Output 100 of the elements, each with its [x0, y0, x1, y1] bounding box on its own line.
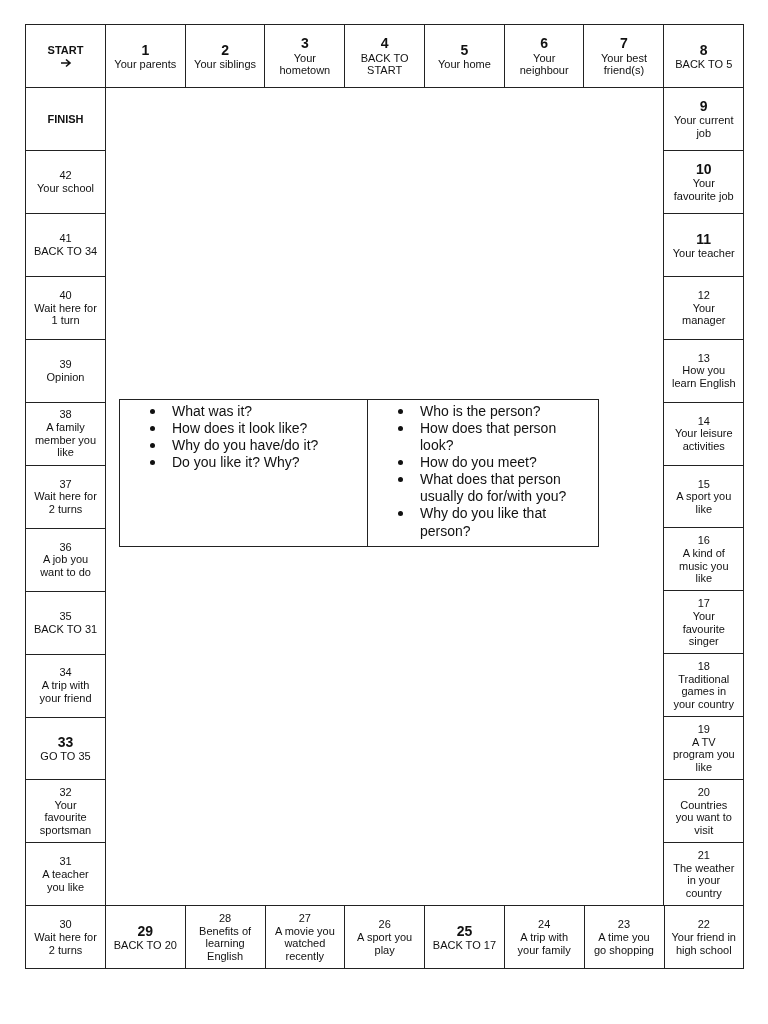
board-square	[663, 212, 745, 277]
square-topic: A sport you like	[675, 490, 733, 516]
square-number: 34	[59, 666, 72, 680]
square-number: 7	[620, 35, 628, 52]
square-number: 38	[59, 408, 72, 422]
square-topic: A trip with your family	[516, 930, 572, 957]
board-square	[344, 905, 426, 970]
square-topic: Wait here for 1 turn	[33, 301, 98, 327]
question-item: How does it look like?	[172, 420, 308, 438]
square-number: 16	[697, 534, 710, 547]
board-square	[264, 24, 346, 89]
board-square	[25, 338, 107, 403]
square-number: 19	[697, 723, 710, 736]
square-topic: A kind of music you like	[678, 546, 730, 585]
square-topic: A trip with your friend	[38, 679, 93, 705]
square-number: 22	[697, 918, 710, 931]
board-square	[25, 905, 107, 970]
square-topic: Wait here for 2 turns	[33, 930, 98, 957]
square-number: 26	[378, 918, 391, 931]
square-number: 9	[699, 98, 708, 115]
board-square	[423, 24, 505, 89]
square-number: 11	[696, 230, 712, 247]
board-square	[25, 275, 107, 340]
square-topic: How you learn English	[671, 364, 737, 390]
board-square	[104, 905, 186, 970]
square-topic: A job you want to do	[39, 553, 92, 579]
board-square	[663, 401, 745, 466]
square-topic: A time you go shopping	[593, 930, 655, 957]
square-number: 36	[59, 540, 72, 554]
board-square	[663, 716, 745, 781]
square-topic: Your friend in high school	[671, 930, 737, 957]
square-topic: Your manager	[681, 301, 727, 327]
board-square	[663, 779, 745, 844]
question-item: How does that person look?	[420, 420, 558, 455]
board-square	[25, 464, 107, 529]
square-number: 3	[300, 35, 309, 52]
square-number: 35	[59, 609, 72, 623]
square-topic: A sport you play	[356, 930, 414, 957]
board-square	[663, 527, 745, 592]
square-topic: Your favourite sportsman	[38, 798, 93, 837]
square-number: 28	[218, 911, 232, 925]
board-square	[264, 905, 346, 970]
board-square	[25, 24, 107, 89]
board-square	[663, 86, 745, 152]
board-square	[25, 149, 107, 215]
board-square	[663, 149, 745, 215]
board-square	[104, 24, 186, 89]
square-topic: Your best friend(s)	[599, 51, 648, 77]
square-number: 21	[697, 848, 710, 862]
square-number: 29	[137, 922, 154, 939]
square-topic: Wait here for 2 turns	[33, 490, 98, 516]
square-number: 17	[697, 597, 710, 610]
board-square	[25, 212, 107, 277]
board-square	[25, 716, 107, 781]
square-topic: Your favourite job	[672, 177, 735, 203]
square-topic: A TV program you like	[671, 735, 736, 774]
board-square	[663, 842, 745, 907]
square-number: 12	[697, 288, 710, 302]
square-topic: GO TO 35	[40, 750, 91, 763]
square-topic: Your parents	[114, 57, 177, 71]
board-square	[663, 464, 745, 529]
board-square	[25, 842, 107, 907]
square-topic: Your teacher	[672, 246, 735, 260]
square-number: 39	[59, 358, 72, 371]
square-topic: Your siblings	[194, 57, 257, 71]
square-topic: Your neighbour	[518, 51, 570, 77]
board-square	[583, 905, 665, 970]
board-square	[663, 275, 745, 340]
square-number: 2	[221, 41, 229, 58]
square-number: 41	[59, 232, 72, 245]
square-topic: Traditional games in your country	[672, 672, 735, 711]
square-topic: A movie you watched recently	[273, 924, 336, 963]
square-number: 20	[697, 786, 710, 799]
square-topic: BACK TO START	[359, 51, 410, 77]
square-topic: Your school	[37, 181, 95, 195]
board-square	[663, 338, 745, 403]
question-item: What does that person usually do for/with you?	[420, 471, 568, 506]
board-square	[503, 905, 585, 970]
square-number: 24	[538, 918, 551, 931]
question-item: How do you meet?	[420, 454, 537, 472]
finish-label: FINISH	[47, 112, 84, 126]
board-square	[25, 779, 107, 844]
square-topic: Your home	[438, 57, 491, 71]
square-topic: BACK TO 5	[675, 57, 733, 71]
start-label: START	[47, 43, 84, 57]
square-number: 18	[697, 660, 710, 673]
square-topic: Countries you want to visit	[674, 798, 733, 837]
board-square	[423, 905, 505, 970]
square-topic: Benefits of learning English	[198, 924, 253, 963]
square-topic: Your current job	[673, 114, 735, 140]
square-topic: BACK TO 20	[113, 938, 177, 952]
square-number: 27	[298, 911, 311, 925]
square-number: 10	[695, 161, 712, 178]
question-item: Who is the person?	[420, 403, 541, 421]
square-number: 15	[697, 477, 710, 491]
square-topic: BACK TO 31	[33, 622, 98, 636]
square-topic: BACK TO 17	[432, 938, 496, 952]
square-number: 4	[380, 35, 389, 52]
square-number: 5	[460, 41, 469, 58]
square-topic: Your leisure activities	[673, 427, 734, 453]
